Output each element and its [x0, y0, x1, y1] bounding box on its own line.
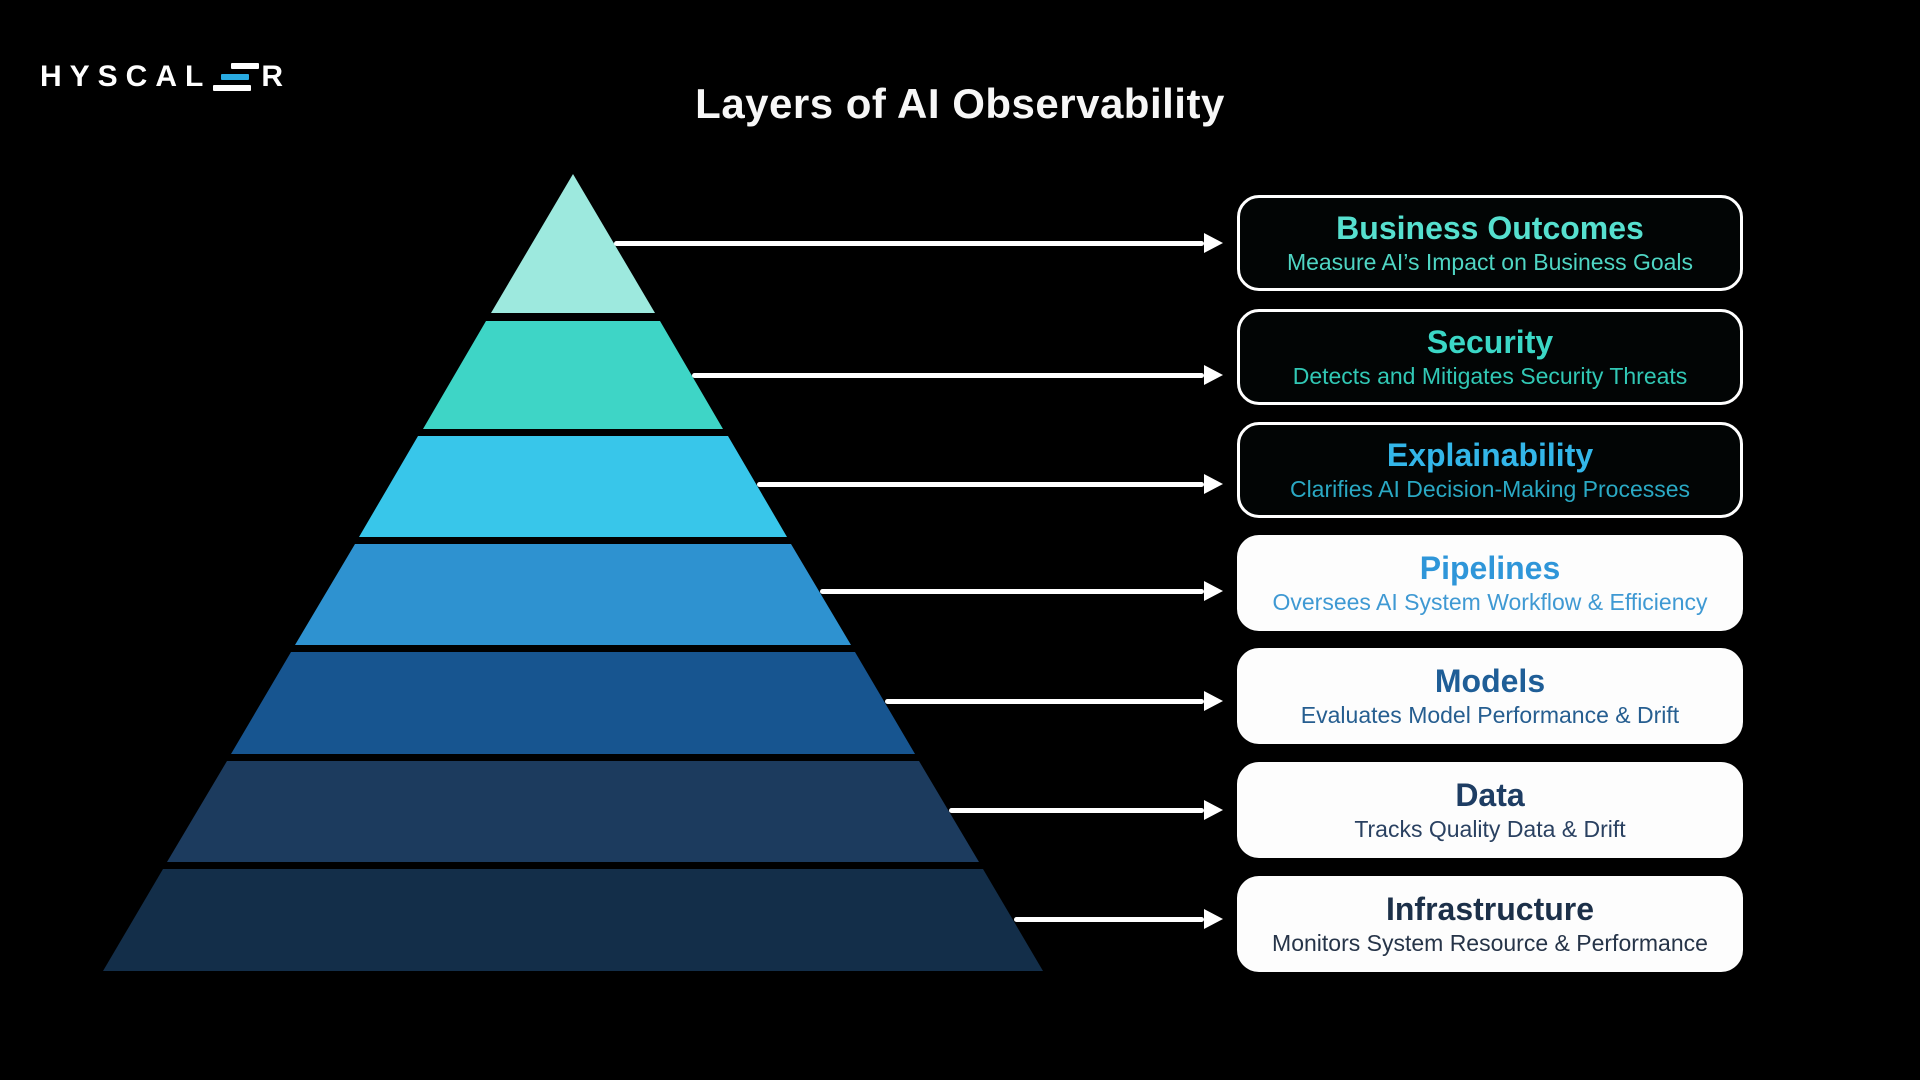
- arrow-business-outcomes: [614, 233, 1223, 253]
- pyramid-layer-pipelines: [295, 544, 851, 645]
- arrow-head-icon: [1204, 233, 1223, 253]
- arrow-head-icon: [1204, 909, 1223, 929]
- arrow-models: [885, 691, 1223, 711]
- label-subtitle: Oversees AI System Workflow & Efficiency: [1272, 588, 1708, 615]
- pyramid-layer-explainability: [359, 436, 787, 537]
- arrow-data: [949, 800, 1223, 820]
- arrow-head-icon: [1204, 365, 1223, 385]
- label-box-data: Data Tracks Quality Data & Drift: [1237, 762, 1743, 858]
- arrow-explainability: [757, 474, 1223, 494]
- arrow-shaft: [1014, 916, 1204, 922]
- label-box-explainability: Explainability Clarifies AI Decision-Mak…: [1237, 422, 1743, 518]
- arrow-shaft: [692, 372, 1204, 378]
- label-title: Data: [1455, 776, 1525, 813]
- pyramid-layer-infrastructure: [103, 869, 1043, 971]
- arrow-shaft: [820, 588, 1204, 594]
- label-box-pipelines: Pipelines Oversees AI System Workflow & …: [1237, 535, 1743, 631]
- label-title: Security: [1426, 323, 1554, 360]
- label-subtitle: Measure AI’s Impact on Business Goals: [1286, 248, 1694, 275]
- label-title: Models: [1434, 662, 1546, 699]
- arrow-shaft: [885, 698, 1204, 704]
- hyscaler-logo: HYSCAL R: [40, 60, 291, 94]
- label-box-infrastructure: Infrastructure Monitors System Resource …: [1237, 876, 1743, 972]
- logo-bar-middle: [221, 74, 250, 80]
- arrow-head-icon: [1204, 581, 1223, 601]
- logo-text-before: HYSCAL: [40, 60, 212, 93]
- arrow-infrastructure: [1014, 909, 1223, 929]
- arrow-shaft: [614, 240, 1204, 246]
- label-subtitle: Monitors System Resource & Performance: [1272, 929, 1708, 956]
- label-subtitle: Clarifies AI Decision-Making Processes: [1289, 475, 1691, 502]
- logo-text-after: R: [261, 60, 292, 93]
- label-subtitle: Evaluates Model Performance & Drift: [1300, 701, 1680, 728]
- label-box-models: Models Evaluates Model Performance & Dri…: [1237, 648, 1743, 744]
- label-subtitle: Tracks Quality Data & Drift: [1354, 815, 1626, 842]
- page-title: Layers of AI Observability: [695, 80, 1225, 127]
- label-box-security: Security Detects and Mitigates Security …: [1237, 309, 1743, 405]
- label-title: Business Outcomes: [1336, 209, 1644, 246]
- pyramid: [103, 174, 1043, 971]
- pyramid-layer-models: [231, 652, 915, 754]
- pyramid-layer-data: [167, 761, 979, 862]
- logo-bar-bottom: [213, 85, 252, 91]
- label-subtitle: Detects and Mitigates Security Threats: [1292, 362, 1688, 389]
- label-title: Infrastructure: [1385, 890, 1595, 927]
- arrow-security: [692, 365, 1223, 385]
- label-title: Pipelines: [1419, 549, 1561, 586]
- label-title: Explainability: [1386, 436, 1594, 473]
- arrow-head-icon: [1204, 800, 1223, 820]
- logo-stylized-e-icon: [213, 62, 260, 92]
- label-box-business-outcomes: Business Outcomes Measure AI’s Impact on…: [1237, 195, 1743, 291]
- arrow-head-icon: [1204, 474, 1223, 494]
- arrow-shaft: [757, 481, 1204, 487]
- arrow-shaft: [949, 807, 1204, 813]
- arrow-pipelines: [820, 581, 1223, 601]
- arrow-head-icon: [1204, 691, 1223, 711]
- logo-bar-top: [231, 63, 260, 69]
